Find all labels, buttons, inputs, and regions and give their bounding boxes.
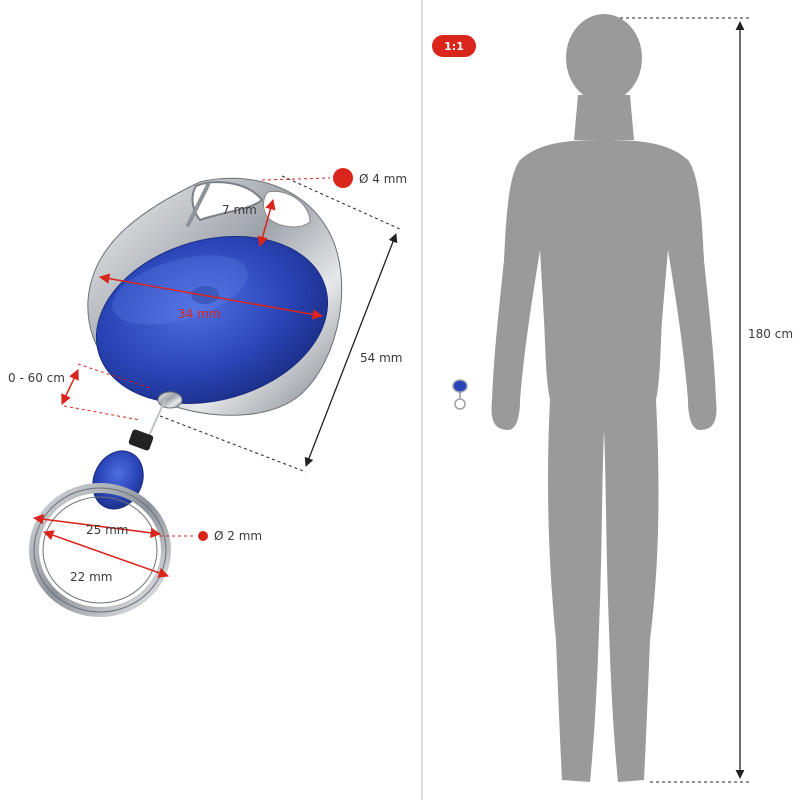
key-ring <box>29 483 171 617</box>
human-silhouette <box>491 14 717 782</box>
hole-diameter-callout: Ø 4 mm <box>261 168 407 188</box>
ring-inner-label: 22 mm <box>70 570 112 584</box>
clip-opening-label: 7 mm <box>222 203 257 217</box>
cord-stopper <box>128 429 154 451</box>
wire-diameter-callout: Ø 2 mm <box>160 529 262 543</box>
disc-diameter-dimension: 34 mm <box>98 273 324 321</box>
cord-length-dimension: 0 - 60 cm <box>8 363 151 421</box>
hole-diameter-label: Ø 4 mm <box>359 172 407 186</box>
ring-outer-dimension: 25 mm <box>32 513 162 539</box>
ring-inner-dimension: 22 mm <box>43 530 169 584</box>
scale-badge-text: 1:1 <box>444 40 464 53</box>
disc-diameter-label: 34 mm <box>178 307 220 321</box>
total-length-dimension: 54 mm <box>159 175 402 473</box>
hole-diameter-dot <box>333 168 353 188</box>
mini-badge-reel <box>452 379 468 410</box>
cord-length-label: 0 - 60 cm <box>8 371 65 385</box>
retractable-cord <box>147 399 166 439</box>
total-length-label: 54 mm <box>360 351 402 365</box>
figure-height-label: 180 cm <box>748 327 793 341</box>
figure-height-dimension: 180 cm <box>620 17 793 783</box>
ring-outer-label: 25 mm <box>86 523 128 537</box>
clip-opening-dimension: 7 mm <box>222 198 276 248</box>
wire-diameter-dot <box>198 531 208 541</box>
carabiner-clip <box>191 181 264 222</box>
wire-diameter-label: Ø 2 mm <box>214 529 262 543</box>
badge-reel-product <box>29 177 343 617</box>
scale-badge: 1:1 <box>432 35 476 57</box>
